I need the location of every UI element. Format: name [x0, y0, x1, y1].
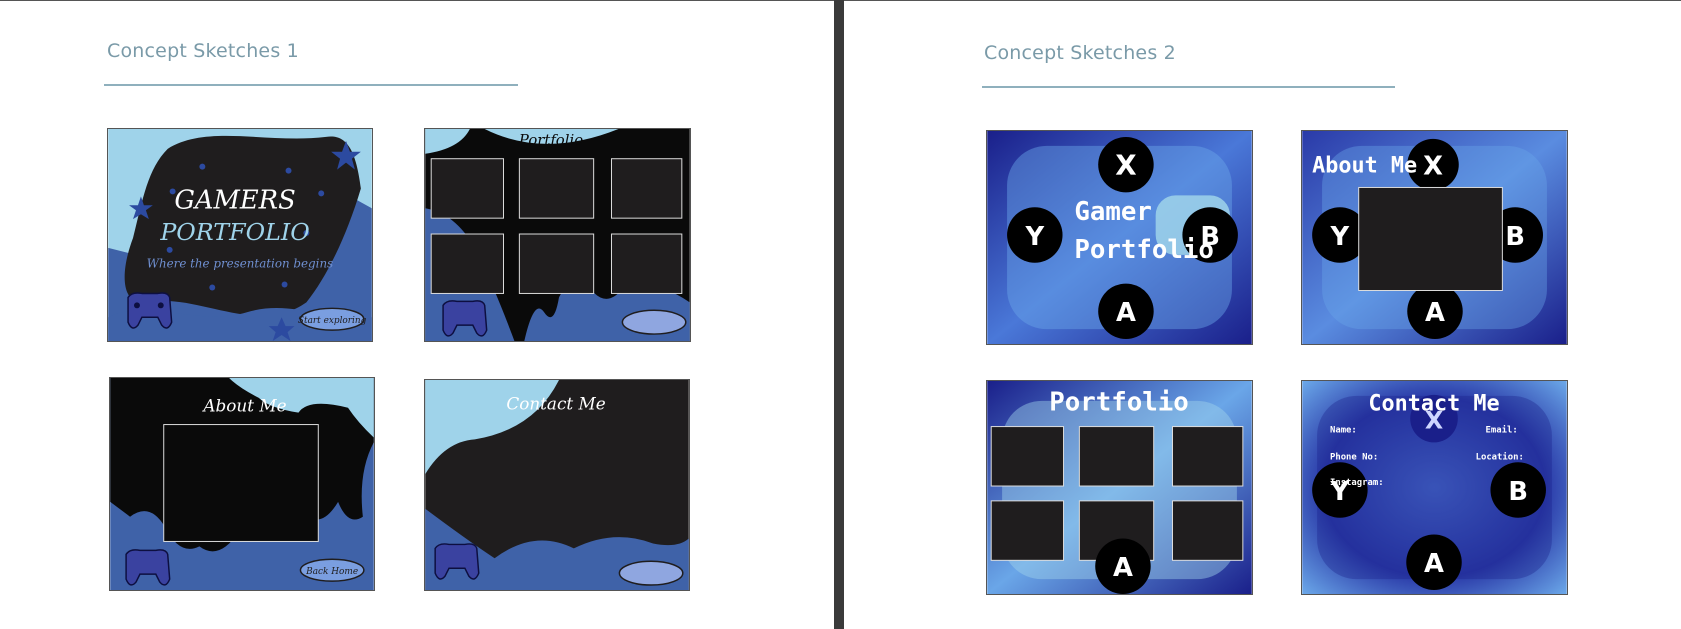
svg-text:A: A — [1425, 298, 1445, 328]
sketch2-portfolio: A Portfolio — [986, 380, 1253, 595]
sketch2-about: X Y B A About Me — [1301, 130, 1568, 345]
gamepad-icon — [442, 300, 488, 337]
a-button-icon: A — [1406, 534, 1462, 591]
sketch-home-title-line2: PORTFOLIO — [159, 218, 309, 246]
contact-field-email: Email: — [1486, 425, 1518, 436]
title-underline — [982, 86, 1395, 88]
svg-text:Y: Y — [1330, 477, 1350, 507]
sketch-home-title-line1: GAMERS — [174, 185, 295, 215]
y-button-icon: Y — [1007, 207, 1063, 263]
nav-button[interactable] — [618, 560, 684, 586]
sketch-contact-art: Contact Me — [425, 380, 689, 590]
x-button-icon: X — [1410, 394, 1458, 443]
gamepad-icon — [127, 292, 173, 329]
svg-text:Y: Y — [1024, 222, 1044, 252]
page-divider — [834, 0, 844, 629]
sketch2-about-art: X Y B A About Me — [1302, 131, 1567, 344]
sketch2-contact-art: X Y B A Contact Me Name: Email: Phone No… — [1302, 381, 1567, 594]
sketch-portfolio-art: Portfolio — [425, 129, 690, 341]
contact-field-location: Location: — [1476, 451, 1524, 462]
sketch-home-art: GAMERS PORTFOLIO Where the presentation … — [108, 129, 372, 341]
back-home-button[interactable]: Back Home — [299, 558, 365, 582]
y-button-icon: Y — [1312, 207, 1368, 263]
portfolio-grid — [430, 158, 683, 294]
back-home-label: Back Home — [305, 567, 358, 577]
svg-text:Y: Y — [1330, 222, 1350, 252]
svg-text:X: X — [1425, 407, 1443, 435]
sketch-home: GAMERS PORTFOLIO Where the presentation … — [107, 128, 373, 342]
b-button-icon: B — [1182, 207, 1238, 263]
contact-field-phone: Phone No: — [1330, 452, 1378, 462]
nav-button[interactable] — [621, 309, 687, 335]
sketch2-home-art: X Y B A Gamer Portfolio — [987, 131, 1252, 344]
start-exploring-label: Start exploring — [298, 316, 367, 326]
about-photo-frame — [163, 424, 319, 542]
title-underline — [104, 84, 518, 86]
gamepad-icon — [434, 543, 480, 580]
svg-text:X: X — [1423, 152, 1443, 182]
sketch2-contact-title: Contact Me — [1368, 392, 1499, 417]
svg-text:A: A — [1113, 553, 1133, 583]
b-button-icon: B — [1490, 462, 1546, 518]
contact-field-name: Name: — [1330, 426, 1357, 436]
about-photo-frame — [1358, 186, 1503, 291]
sketch2-portfolio-title: Portfolio — [1049, 388, 1189, 418]
svg-text:B: B — [1200, 222, 1220, 252]
sketch-about: About Me Back Home — [109, 377, 375, 591]
a-button-icon: A — [1098, 283, 1154, 340]
a-button-icon: A — [1095, 538, 1151, 594]
svg-text:A: A — [1424, 549, 1444, 579]
svg-text:B: B — [1505, 222, 1525, 252]
start-exploring-button[interactable]: Start exploring — [298, 307, 367, 331]
svg-text:A: A — [1116, 298, 1136, 328]
sketch2-contact: X Y B A Contact Me Name: Email: Phone No… — [1301, 380, 1568, 595]
x-button-icon: X — [1098, 136, 1154, 193]
sketch-about-art: About Me Back Home — [110, 378, 374, 590]
x-button-icon: X — [1407, 138, 1459, 191]
sketch2-about-title: About Me — [1312, 154, 1417, 179]
sketch2-home: X Y B A Gamer Portfolio — [986, 130, 1253, 345]
sketch2-home-title-line1: Gamer — [1074, 197, 1152, 227]
svg-text:B: B — [1508, 477, 1528, 507]
sketch2-portfolio-art: A Portfolio — [987, 381, 1252, 594]
contact-field-instagram: Instagram: — [1330, 478, 1384, 488]
svg-text:X: X — [1115, 149, 1136, 182]
sketch-about-title: About Me — [201, 396, 286, 416]
sketch-portfolio-title: Portfolio — [518, 131, 583, 149]
page-title: Concept Sketches 2 — [984, 42, 1176, 64]
gamepad-icon — [125, 549, 171, 586]
sketch-portfolio: Portfolio — [424, 128, 691, 342]
star-icons — [129, 140, 361, 341]
y-button-icon: Y — [1312, 462, 1368, 518]
sketch-home-tagline: Where the presentation begins — [147, 257, 333, 271]
sketch-contact-title: Contact Me — [506, 394, 605, 414]
portfolio-grid — [990, 426, 1244, 561]
sketch-contact: Contact Me — [424, 379, 690, 591]
sketch2-home-title-line2: Portfolio — [1074, 235, 1214, 265]
a-button-icon: A — [1407, 283, 1463, 340]
page-title: Concept Sketches 1 — [107, 40, 299, 62]
